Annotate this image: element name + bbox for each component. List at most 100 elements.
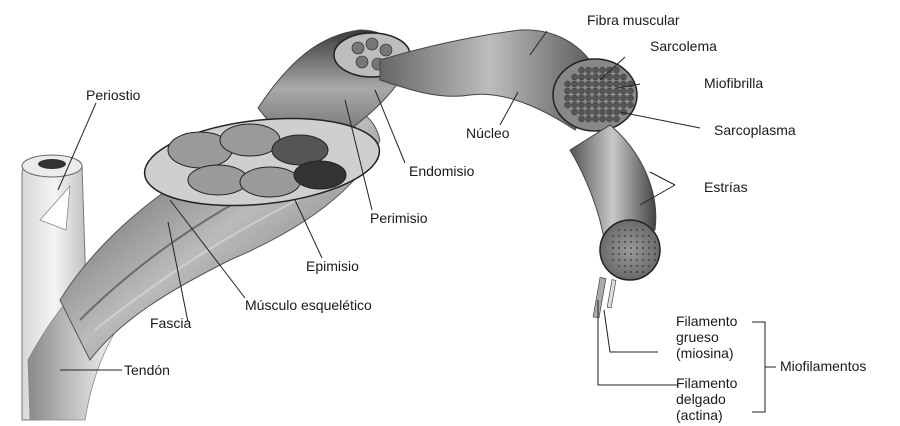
filament-dot (630, 241, 632, 243)
myofibril-dot (572, 95, 578, 101)
filament-dot (636, 235, 638, 237)
label-epimisio: Epimisio (306, 258, 359, 274)
label-tendon: Tendón (124, 362, 170, 378)
myofibril-dot (586, 74, 592, 80)
myofibril-dot (614, 95, 620, 101)
myofibril-dot (600, 67, 606, 73)
label-fascia: Fascia (150, 315, 191, 331)
filament-dot (648, 241, 650, 243)
myofibril-dot (628, 102, 634, 108)
myofibril-dot (600, 109, 606, 115)
filament-dot (618, 241, 620, 243)
myofibril-dot (607, 116, 613, 122)
filament-dot (654, 241, 656, 243)
filament-dot (636, 265, 638, 267)
myofibril-dot (586, 81, 592, 87)
myofibril-dot (579, 88, 585, 94)
myofibril-dot (593, 74, 599, 80)
myofibril-dot (579, 109, 585, 115)
myofibril-dot (614, 67, 620, 73)
filament-dot (630, 247, 632, 249)
filament-dot (618, 235, 620, 237)
filament-dot (624, 229, 626, 231)
myofibril-dot (600, 81, 606, 87)
filament-dot (612, 235, 614, 237)
filament-dot (648, 253, 650, 255)
myofibril-dot (593, 102, 599, 108)
filament-dot (648, 235, 650, 237)
filament-dot (636, 253, 638, 255)
myofibril-dot (614, 116, 620, 122)
filament-dot (642, 235, 644, 237)
label-fibra-muscular: Fibra muscular (587, 12, 680, 28)
myofibril-dot (600, 102, 606, 108)
filament-dot (642, 265, 644, 267)
filament-dot (654, 247, 656, 249)
filament-dot (642, 229, 644, 231)
myofibril-dot (586, 109, 592, 115)
myofibril-dot (565, 102, 571, 108)
filament-dot (642, 271, 644, 273)
filament-dot (630, 229, 632, 231)
filament-dot (636, 241, 638, 243)
filament-dot (624, 235, 626, 237)
myofibril-dot (607, 81, 613, 87)
myofibril-dot (607, 109, 613, 115)
myofibril-dot (607, 102, 613, 108)
filament-dot (648, 259, 650, 261)
filament-dot (612, 259, 614, 261)
myofibril-dot (572, 74, 578, 80)
filament-dot (648, 247, 650, 249)
filament-dot (642, 247, 644, 249)
myofibril-dot (579, 116, 585, 122)
myofibril-dot (593, 67, 599, 73)
label-filamento-delgado: Filamento delgado (actina) (676, 375, 737, 423)
myofibril-dot (607, 74, 613, 80)
label-sarcoplasma: Sarcoplasma (714, 122, 796, 138)
label-endomisio: Endomisio (409, 163, 474, 179)
myofibril-cross-section (553, 59, 637, 131)
filament-dot (624, 253, 626, 255)
myofibril-dot (614, 109, 620, 115)
myofibril-dot (621, 102, 627, 108)
filament-dot (654, 253, 656, 255)
filament-dot (618, 253, 620, 255)
filament-dot (654, 259, 656, 261)
filament-dot (624, 247, 626, 249)
myofibril-dot (621, 88, 627, 94)
myofibril-dot (600, 95, 606, 101)
myofibril-dot (614, 81, 620, 87)
myofibril-dot (572, 88, 578, 94)
filament-dot (636, 271, 638, 273)
myofibril-dot (593, 95, 599, 101)
myofibril-dot (607, 88, 613, 94)
label-musculo-esqueletico: Músculo esquelético (245, 297, 372, 313)
filament-dot (624, 241, 626, 243)
filament-dot (636, 259, 638, 261)
myofibril-dot (565, 81, 571, 87)
filament-dot (618, 259, 620, 261)
myofibril-dot (579, 95, 585, 101)
myofibril-dot (572, 109, 578, 115)
filament-dot (618, 229, 620, 231)
label-filamento-grueso: Filamento grueso (miosina) (676, 313, 737, 361)
filament-dot (624, 265, 626, 267)
filament-dot (612, 241, 614, 243)
filament-dot (648, 265, 650, 267)
filament-dot (618, 265, 620, 267)
myofibril-dot (579, 81, 585, 87)
myofibril-dot (579, 67, 585, 73)
myofibril-dot (628, 88, 634, 94)
filament-dot (642, 241, 644, 243)
myofibril-dot (614, 102, 620, 108)
myofibril-shape (570, 125, 660, 318)
filament-dot (630, 253, 632, 255)
filament-dot (636, 247, 638, 249)
myofibril-dot (586, 116, 592, 122)
myofibril-dot (593, 109, 599, 115)
myofibril-dot (614, 88, 620, 94)
myofibril-dot (607, 95, 613, 101)
label-perimisio: Perimisio (370, 210, 428, 226)
filament-dot (612, 247, 614, 249)
